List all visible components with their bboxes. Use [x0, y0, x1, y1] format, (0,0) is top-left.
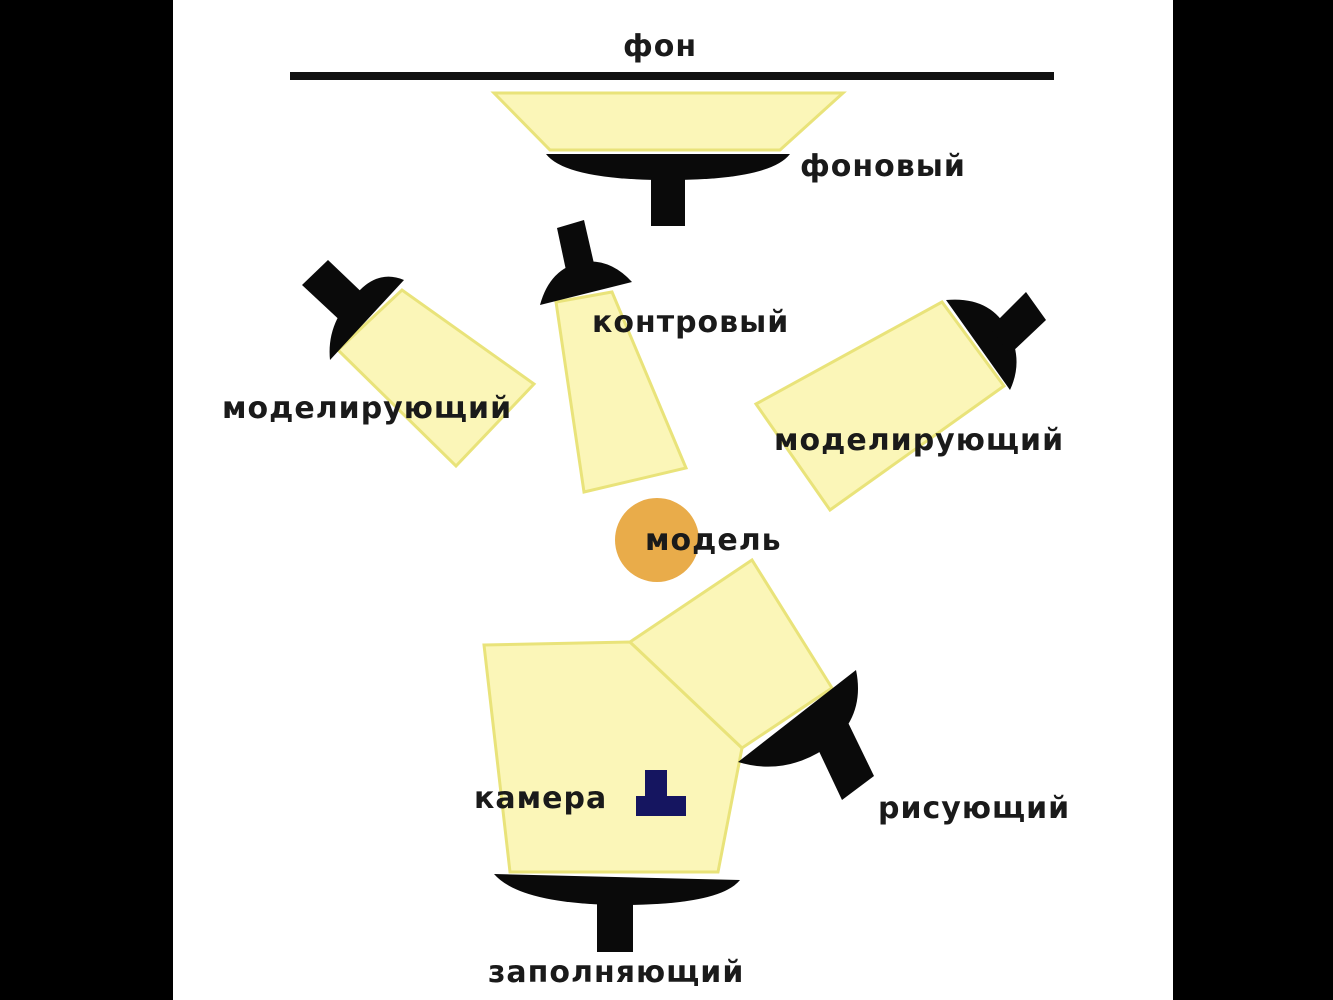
label-key-light: рисующий [878, 791, 1070, 826]
back-light-reflector [540, 261, 632, 305]
label-modeling-left: моделирующий [222, 391, 512, 426]
label-modeling-right: моделирующий [774, 423, 1064, 458]
label-fill-light: заполняющий [488, 955, 744, 990]
back-light-beam [554, 290, 689, 494]
modeling-light-left-stand [302, 260, 372, 326]
background-light [490, 91, 847, 226]
model-circle [615, 498, 699, 582]
fill-light-stand [597, 900, 633, 952]
label-back-light: контровый [592, 305, 789, 340]
camera-icon [636, 770, 686, 816]
label-camera: камера [474, 781, 607, 816]
label-background-light: фоновый [800, 149, 966, 184]
back-light [540, 220, 689, 494]
background-light-stand [651, 178, 685, 226]
modeling-light-right-beam [753, 300, 1007, 513]
background-light-reflector [546, 154, 790, 180]
key-light-beam [627, 557, 835, 750]
label-model: модель [645, 523, 782, 558]
back-light-stand [557, 220, 595, 275]
modeling-light-left [302, 260, 537, 469]
label-background: фон [623, 29, 697, 64]
modeling-light-left-beam [335, 288, 537, 469]
modeling-light-right [753, 292, 1046, 513]
background-light-beam [490, 91, 847, 152]
key-light [627, 557, 874, 800]
modeling-light-left-reflector [329, 276, 404, 360]
modeling-light-right-stand [990, 292, 1046, 354]
key-light-stand [808, 706, 874, 800]
fill-light-reflector [494, 874, 740, 905]
